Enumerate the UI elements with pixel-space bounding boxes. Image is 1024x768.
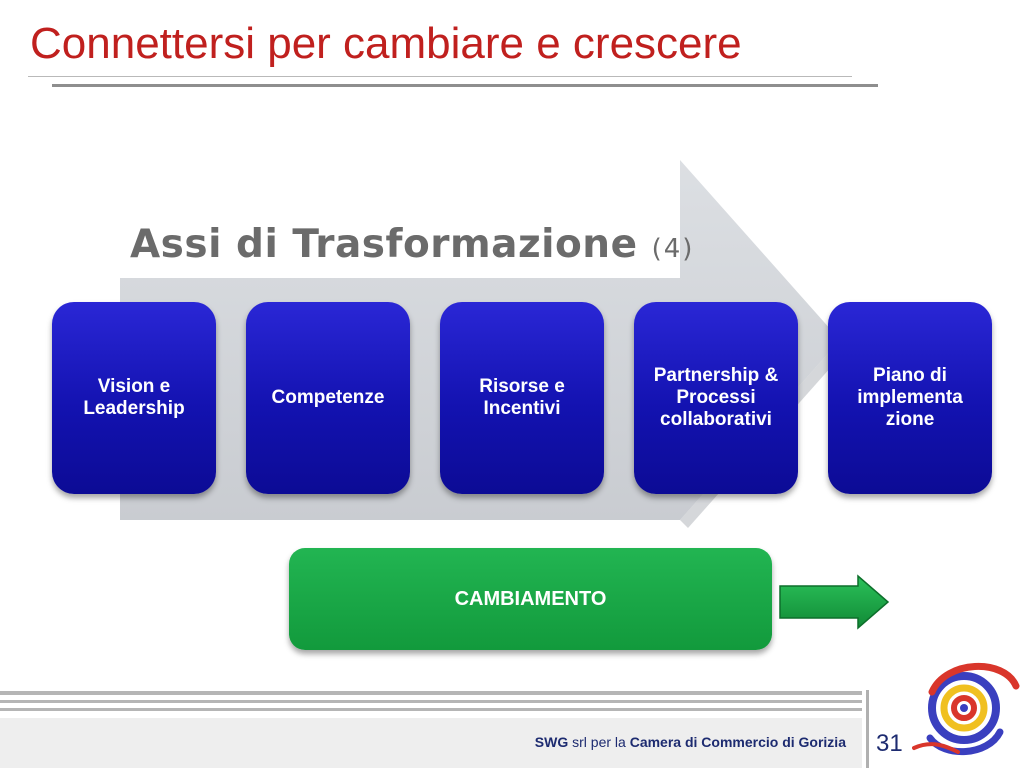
page-number: 31 xyxy=(876,730,903,757)
footer-client: Camera di Commercio di Gorizia xyxy=(629,734,846,750)
subtitle-number: (4) xyxy=(651,234,695,264)
title-divider-thin xyxy=(28,76,852,77)
diagram-subtitle: Assi di Trasformazione (4) xyxy=(130,222,694,267)
axis-box-risorse: Risorse e Incentivi xyxy=(440,302,604,494)
axis-box-piano: Piano di implementa zione xyxy=(828,302,992,494)
footer-org: SWG xyxy=(534,734,569,750)
swirl-logo-icon xyxy=(912,663,1020,755)
footer-stripe-2 xyxy=(0,700,862,703)
subtitle-text: Assi di Trasformazione xyxy=(130,222,638,267)
footer-middle: srl per la xyxy=(568,734,630,750)
axis-box-partnership: Partnership & Processi collaborativi xyxy=(634,302,798,494)
footer-stripe-3 xyxy=(0,708,862,711)
footer-background xyxy=(0,718,862,768)
slide-title: Connettersi per cambiare e crescere xyxy=(30,19,742,68)
axis-box-vision: Vision e Leadership xyxy=(52,302,216,494)
axis-box-competenze: Competenze xyxy=(246,302,410,494)
title-divider-thick xyxy=(52,84,878,87)
footer-credit: SWG srl per la Camera di Commercio di Go… xyxy=(535,734,846,750)
right-arrow-icon xyxy=(779,574,890,630)
footer-separator xyxy=(866,690,869,768)
change-box: CAMBIAMENTO xyxy=(289,548,772,650)
footer-stripe-1 xyxy=(0,691,862,695)
